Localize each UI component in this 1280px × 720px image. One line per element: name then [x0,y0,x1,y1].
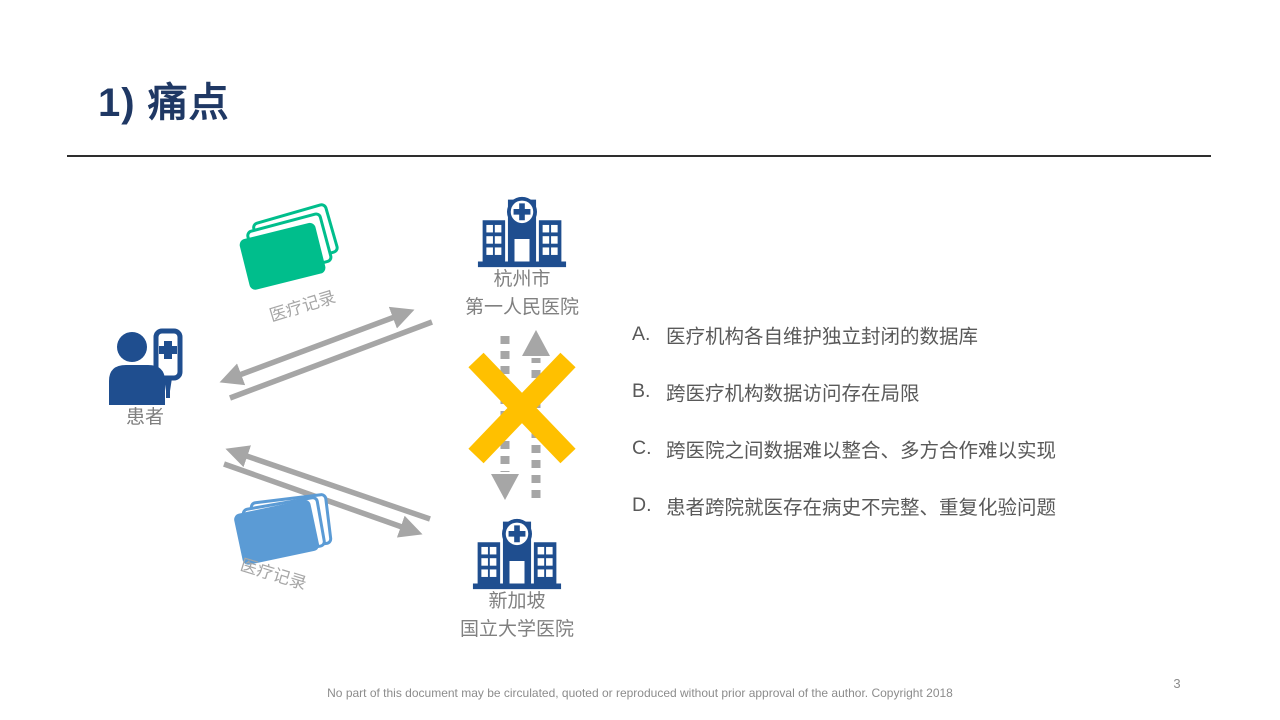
patient-label: 患者 [125,407,164,428]
hospital-bottom-name-line2: 国立大学医院 [459,619,574,640]
arrow-patient-hospital-top [219,306,415,386]
point-text: 跨医院之间数据难以整合、多方合作难以实现 [666,439,1057,462]
dashed-arrowhead-down [491,474,519,500]
hospital-top-name-line2: 第一人民医院 [464,297,579,318]
point-letter: B. [632,379,651,402]
point-text: 医疗机构各自维护独立封闭的数据库 [666,325,979,348]
arrow-hospital-bottom-to-patient [225,445,431,522]
line-patient-hospital-top [229,319,433,401]
pain-point-item: D. 患者跨院就医存在病史不完整、重复化验问题 [632,491,1192,519]
point-text: 患者跨院就医存在病史不完整、重复化验问题 [666,496,1057,519]
point-letter: C. [632,436,652,459]
hospital-top-label: 杭州市 第一人民医院 [432,266,612,322]
footer-disclaimer: No part of this document may be circulat… [327,686,953,700]
page-number: 3 [1173,676,1181,691]
patient-with-iv-icon [105,328,185,413]
hospital-building-icon [475,194,569,274]
blocked-x-icon [468,352,576,464]
pain-point-item: C. 跨医院之间数据难以整合、多方合作难以实现 [632,434,1192,462]
pain-point-item: A. 医疗机构各自维护独立封闭的数据库 [632,320,1192,348]
dashed-arrowhead-up [522,330,550,356]
point-letter: A. [632,322,651,345]
pain-point-item: B. 跨医疗机构数据访问存在局限 [632,377,1192,405]
title-divider [67,155,1211,157]
point-letter: D. [632,493,652,516]
point-text: 跨医疗机构数据访问存在局限 [666,382,920,405]
hospital-building-icon [470,516,564,596]
hospital-bottom-label: 新加坡 国立大学医院 [427,588,607,644]
page-title: 1) 痛点 [98,81,230,125]
hospital-bottom-name-line1: 新加坡 [488,591,546,612]
hospital-top-name-line1: 杭州市 [493,269,551,290]
